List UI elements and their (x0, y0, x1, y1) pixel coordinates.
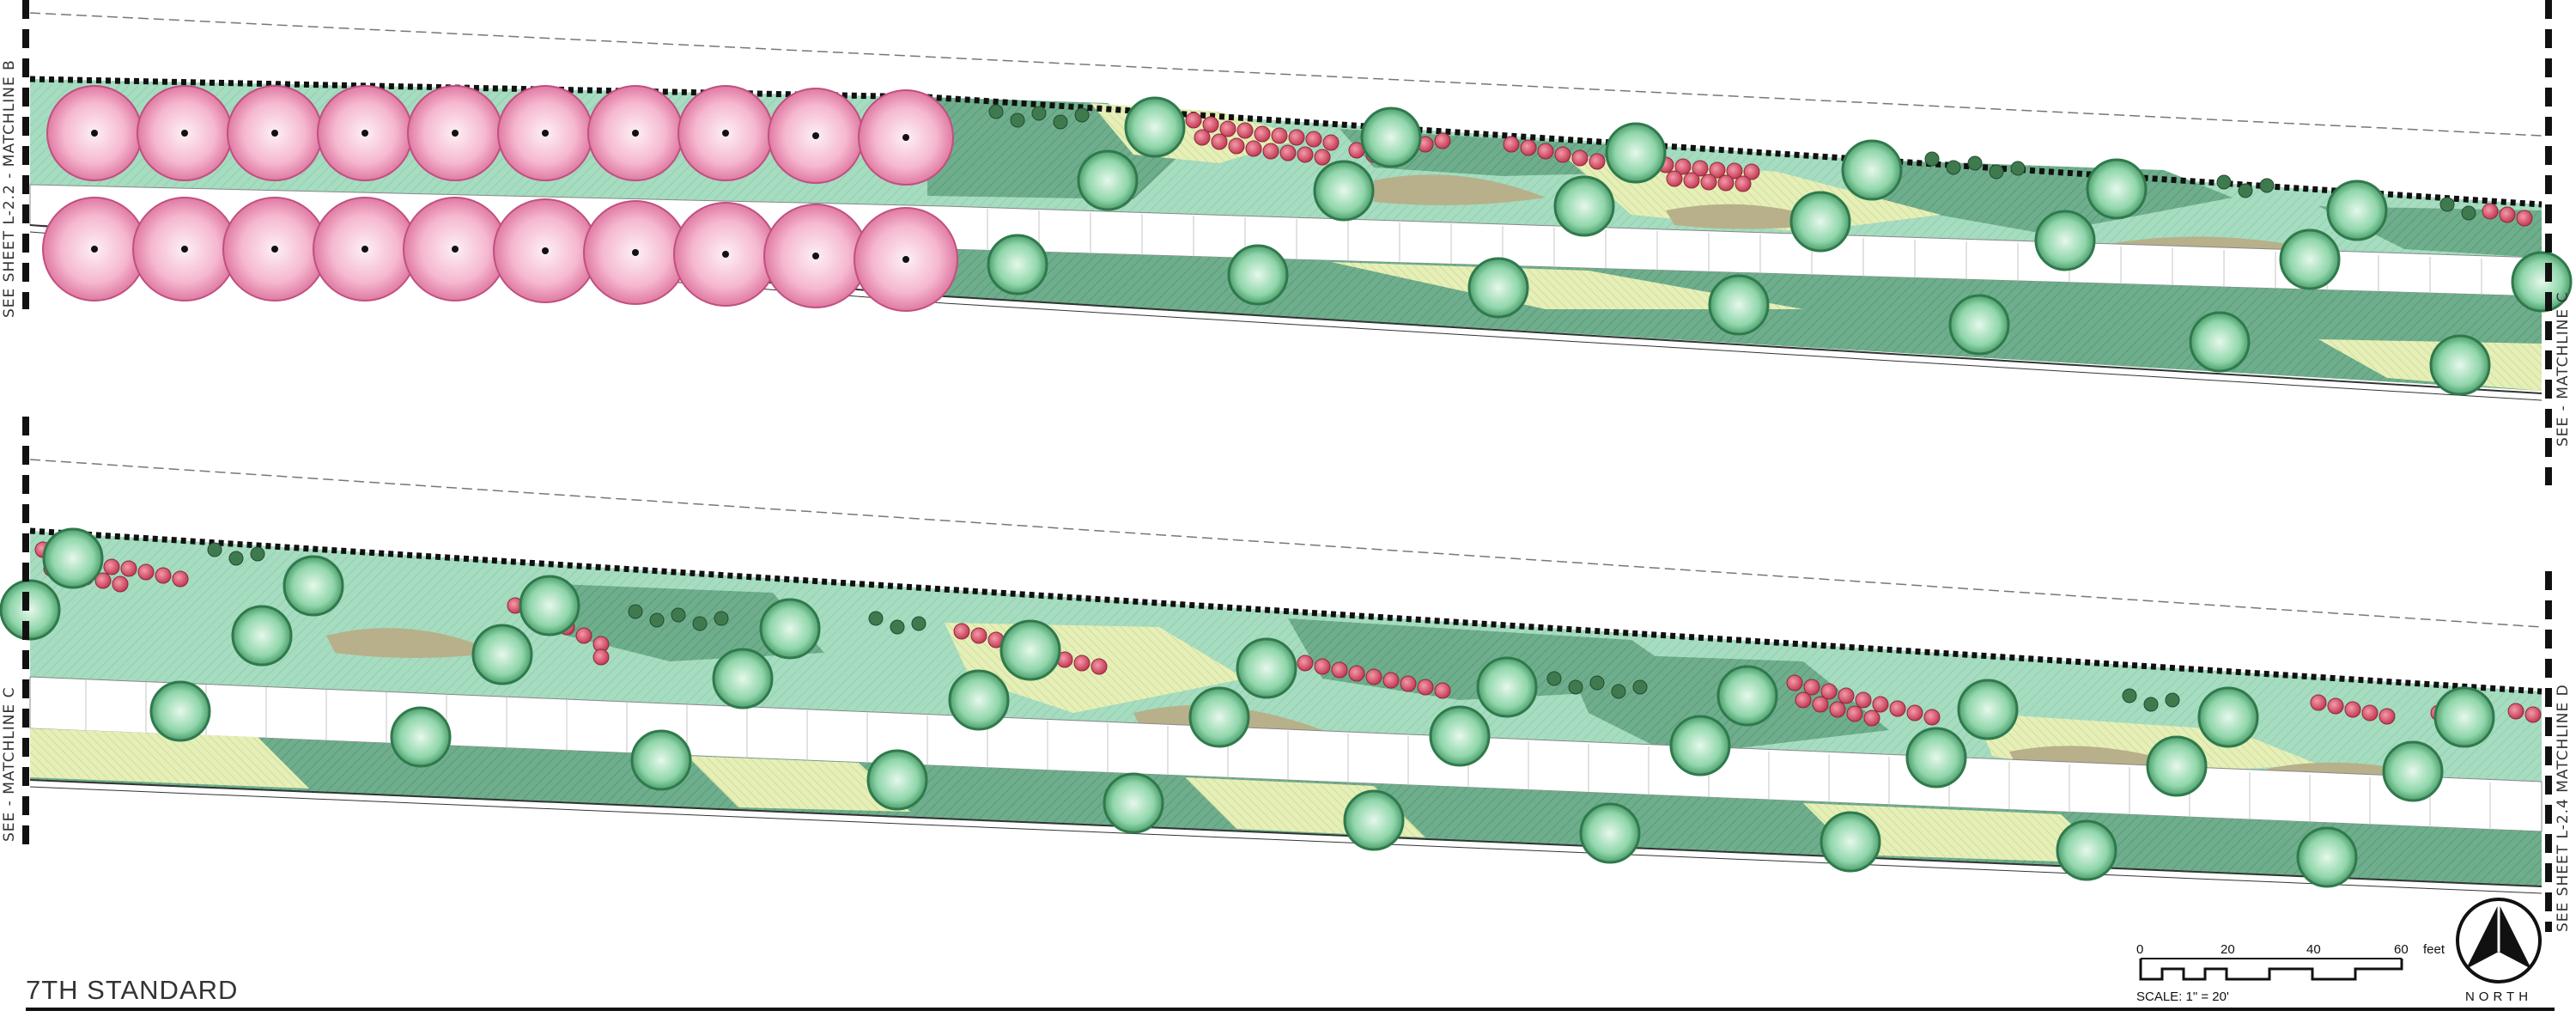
north-label: NORTH (2465, 990, 2532, 1004)
shrub-mass-dark (988, 104, 2476, 221)
plan-strip-bottom (0, 417, 2552, 932)
sidewalk-joints (85, 679, 2491, 834)
property-line (29, 12, 2543, 137)
scale-unit: feet (2423, 942, 2445, 957)
matchline-label-bottom-left: SEE - MATCHLINE C (1, 687, 18, 842)
property-line (29, 459, 2543, 628)
matchline-label-top-left: SEE SHEET L-2.2 - MATCHLINE B (1, 59, 18, 318)
existing-tree-grove (42, 85, 958, 312)
shrub-mass-red (1185, 112, 2533, 227)
street-trees (987, 96, 2573, 396)
planting-zone-dark (558, 584, 824, 661)
mulch-zone (1374, 174, 1546, 205)
parkway-groundcover (687, 756, 910, 812)
scale-label: SCALE: 1" = 20' (2136, 990, 2229, 1004)
scale-tick-60: 60 (2394, 942, 2409, 957)
street-trees (0, 527, 2495, 888)
parkway-groundcover (30, 728, 309, 789)
sheet-title: 7TH STANDARD (26, 975, 238, 1005)
wall-edge (29, 527, 2543, 695)
north-arrow-icon: NORTH (2456, 898, 2542, 1004)
scale-tick-40: 40 (2306, 942, 2321, 957)
parkway-groundcover (1331, 262, 1803, 309)
shrub-mass-dark (207, 542, 2180, 712)
scale-tick-0: 0 (2136, 942, 2143, 957)
curb-line (29, 779, 2543, 887)
parkway-groundcover (1803, 803, 2112, 863)
scale-bar-icon: 0 20 40 60 feet SCALE: 1" = 20' (2136, 942, 2445, 1004)
matchline-label-top-right: SEE - MATCHLINE C (2555, 292, 2572, 447)
scale-tick-20: 20 (2221, 942, 2235, 957)
curb-line (29, 786, 2543, 894)
mulch-zone (326, 628, 498, 658)
plan-strip-top (22, 0, 2573, 485)
matchline-label-bottom-right: SEE SHEET L-2.4 MATCHLINE D (2555, 684, 2572, 932)
